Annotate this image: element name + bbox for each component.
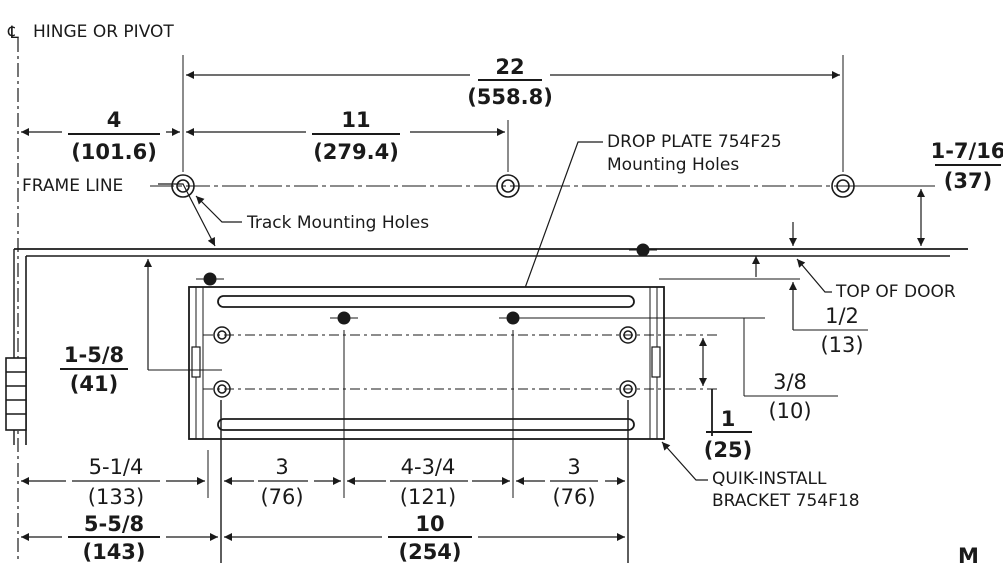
track-holes-leader <box>195 195 242 223</box>
dim-1-7-16-in: 1-7/16 <box>931 139 1003 163</box>
dim-1-5-8-mm: (41) <box>70 372 118 396</box>
dim-10-mm: (254) <box>398 540 461 563</box>
track-mounting-holes-label: Track Mounting Holes <box>246 213 429 233</box>
dim-1-2-mm: (13) <box>820 333 863 357</box>
dim-3-8-mm: (10) <box>768 399 811 423</box>
dim-5-5-8-in: 5-5/8 <box>84 512 144 536</box>
dim-11-mm: (279.4) <box>313 140 399 164</box>
dim-5-5-8-mm: (143) <box>82 540 145 563</box>
dim-1-2-in: 1/2 <box>825 304 859 328</box>
dim-22-mm: (558.8) <box>467 85 553 109</box>
centerline-symbol: ℄ <box>7 23 19 43</box>
dim-1-in: 1 <box>721 407 736 431</box>
track-mounting-hole-right <box>831 174 855 198</box>
top-of-door-leader <box>796 258 832 293</box>
drop-plate-label-line2: Mounting Holes <box>607 155 739 175</box>
dim-1-7-16-mm: (37) <box>944 169 992 193</box>
dim-1-mm: (25) <box>704 438 752 462</box>
drop-plate-leader <box>515 141 603 311</box>
drop-plate-label-line1: DROP PLATE 754F25 <box>607 132 782 152</box>
dim-22-in: 22 <box>495 55 524 79</box>
bracket-hole-upper-right <box>619 326 637 344</box>
dim-3-right-in: 3 <box>567 455 580 479</box>
door-hinge <box>5 357 27 431</box>
track-mounting-hole-left <box>171 174 195 198</box>
dim-11-in: 11 <box>341 108 370 132</box>
bottom-slot <box>217 418 635 431</box>
bracket-hole-upper-left <box>213 326 231 344</box>
frame-line-leader <box>158 183 216 247</box>
bracket-hole-lower-left <box>213 380 231 398</box>
dim-10-in: 10 <box>415 512 444 536</box>
dim-3-left-mm: (76) <box>260 485 303 509</box>
dim-5-1-4-mm: (133) <box>88 485 144 509</box>
bracket-hole-lower-right <box>619 380 637 398</box>
quik-install-label-line1: QUIK-INSTALL <box>712 469 827 489</box>
quik-install-label-line2: BRACKET 754F18 <box>712 491 860 511</box>
track-mounting-hole-middle <box>496 174 520 198</box>
dim-5-1-4-in: 5-1/4 <box>89 455 144 479</box>
top-of-door-label: TOP OF DOOR <box>835 282 956 302</box>
dim-3-8-in: 3/8 <box>773 370 807 394</box>
quik-install-leader <box>661 441 708 481</box>
dim-1-5-8-in: 1-5/8 <box>64 343 124 367</box>
hinge-pivot-label: HINGE OR PIVOT <box>33 22 174 42</box>
dim-3-left-in: 3 <box>275 455 288 479</box>
corner-mark: M <box>958 544 979 563</box>
dim-4-mm: (101.6) <box>71 140 157 164</box>
top-slot <box>217 295 635 308</box>
frame-line-label: FRAME LINE <box>22 176 123 196</box>
quik-install-bracket <box>188 286 665 440</box>
dim-4-3-4-mm: (121) <box>400 485 456 509</box>
dim-4-3-4-in: 4-3/4 <box>401 455 456 479</box>
dim-4-in: 4 <box>107 108 122 132</box>
dim-3-right-mm: (76) <box>552 485 595 509</box>
